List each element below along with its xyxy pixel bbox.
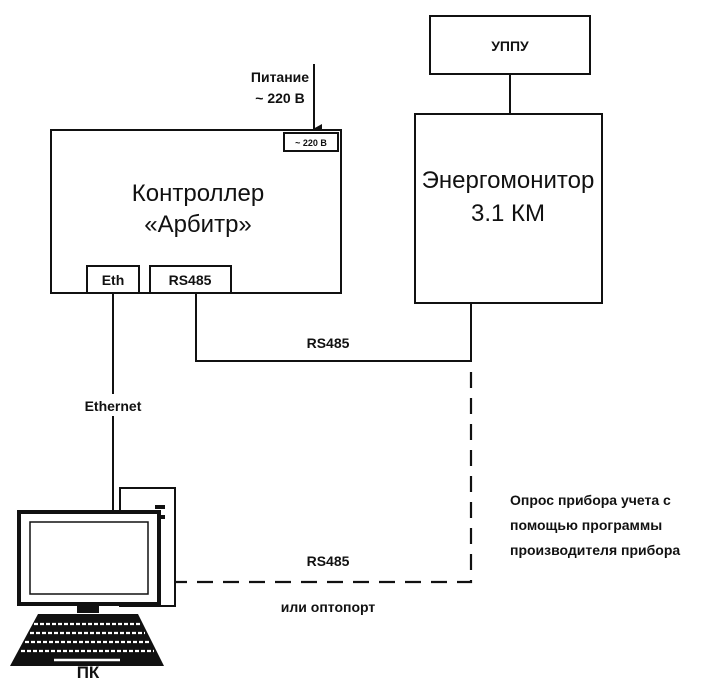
rs485-port-box: [149, 265, 232, 294]
energomonitor-box: [414, 113, 603, 304]
uppu-label: УППУ: [491, 38, 529, 54]
power-label-line2: ~ 220 В: [255, 90, 304, 106]
note-line2: помощью программы: [510, 517, 662, 533]
rs485-link-label: RS485: [307, 335, 350, 351]
energomonitor-title-line2: 3.1 КМ: [471, 200, 545, 227]
rs485-port-label: RS485: [169, 272, 212, 288]
pc-monitor-icon: [17, 510, 161, 613]
energomonitor-title-line1: Энергомонитор: [422, 167, 595, 194]
rs485-dashed-label: RS485: [307, 553, 350, 569]
power-socket-label: ~ 220 В: [295, 138, 327, 148]
rs485-link-line: [195, 293, 472, 362]
controller-title-line2: «Арбитр»: [144, 211, 252, 238]
or-optoport-label: или оптопорт: [281, 599, 376, 615]
controller-title-line1: Контроллер: [132, 180, 264, 207]
note-line1: Опрос прибора учета с: [510, 492, 671, 508]
rs485-optoport-dashed-line: [160, 372, 473, 584]
note-line3: производителя прибора: [510, 542, 680, 558]
pc-keyboard-icon: [10, 614, 164, 666]
eth-port-label: Eth: [102, 272, 125, 288]
power-socket-box: [283, 132, 339, 152]
ethernet-link-label: Ethernet: [85, 398, 142, 414]
pc-label: ПК: [77, 663, 100, 680]
uppu-box: [429, 15, 591, 75]
power-label-line1: Питание: [251, 69, 309, 85]
